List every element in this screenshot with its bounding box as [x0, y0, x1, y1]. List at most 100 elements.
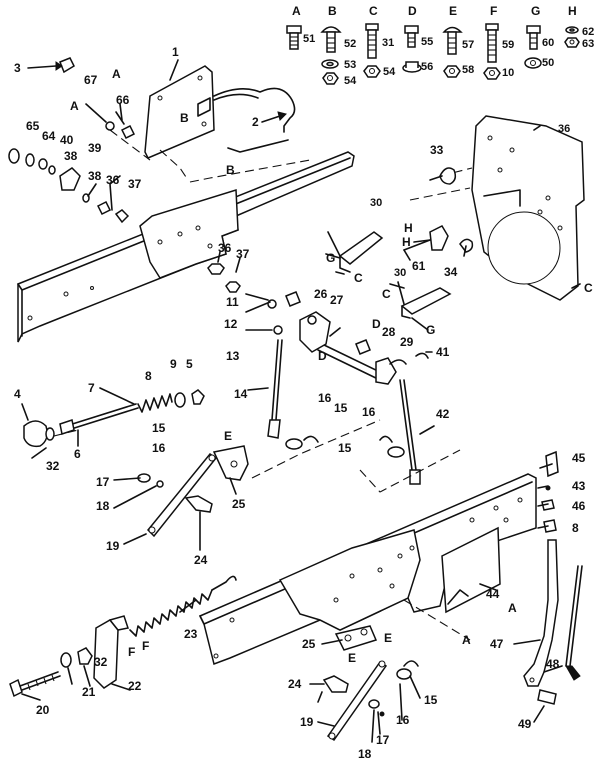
label-part-43: 43: [572, 479, 586, 493]
flange-nut-icon: [402, 61, 422, 73]
ref-letter-f1: F: [128, 645, 135, 659]
grommet-part: [439, 167, 457, 185]
label-part-30b: 30: [394, 267, 406, 279]
wire-spring-part: [213, 87, 296, 133]
label-part-1: 1: [172, 45, 179, 59]
extension-spring-part: [129, 575, 237, 637]
shoulder-bolt-part: [322, 675, 349, 693]
label-part-21: 21: [82, 685, 96, 699]
lift-rod-part: [399, 379, 421, 485]
legend-number-50: 50: [542, 57, 554, 69]
link-arm-part: [146, 452, 218, 538]
legend-number-53: 53: [344, 59, 356, 71]
carriage-bolt-icon: [320, 26, 342, 53]
label-part-41: 41: [436, 345, 450, 359]
ref-letter-d2: D: [318, 349, 327, 363]
label-part-36c: 36: [218, 241, 232, 255]
link-arm-part: [326, 660, 388, 742]
label-part-28: 28: [382, 325, 396, 339]
label-part-65: 65: [26, 119, 40, 133]
nut-icon: [483, 67, 501, 80]
spring-clip-part: [389, 352, 429, 365]
nut-icon: [77, 647, 93, 665]
label-part-17: 17: [96, 475, 110, 489]
legend-number-58: 58: [462, 64, 474, 76]
label-part-2: 2: [252, 115, 259, 129]
nut-icon: [322, 72, 339, 85]
legend-number-59: 59: [502, 39, 514, 51]
label-part-16b: 16: [318, 391, 332, 405]
legend-letter-d: D: [408, 4, 417, 18]
label-part-16c: 16: [362, 405, 376, 419]
ref-letter-f2: F: [142, 639, 149, 653]
pivot-bracket-part: [334, 625, 378, 651]
nut-icon: [273, 325, 283, 335]
cap-screw-icon: [404, 25, 419, 48]
label-part-20: 20: [36, 703, 50, 717]
label-part-38b: 38: [88, 169, 102, 183]
label-part-23: 23: [184, 627, 198, 641]
label-part-9: 9: [170, 357, 177, 371]
washer-icon: [174, 392, 186, 408]
label-part-17b: 17: [376, 733, 390, 747]
bolt-icon: [286, 25, 302, 50]
label-part-3: 3: [14, 61, 21, 75]
label-part-32b: 32: [94, 655, 108, 669]
adjusting-bolt-part: [59, 403, 139, 435]
lock-nut-icon: [524, 57, 542, 69]
ref-letter-e2: E: [384, 631, 392, 645]
lever-part: [523, 539, 559, 687]
ref-letter-a3: A: [508, 601, 517, 615]
label-part-8b: 8: [572, 521, 579, 535]
nut-icon: [156, 480, 164, 488]
label-part-40: 40: [60, 133, 74, 147]
bumper-pad-part: [59, 57, 75, 74]
clip-part: [285, 435, 405, 458]
legend-letter-e: E: [449, 4, 457, 18]
ref-letter-d1: D: [372, 317, 381, 331]
label-part-36: 36: [558, 123, 570, 135]
callout-arrows: [21, 59, 581, 743]
hardware-legend: A 51 B 52 53 54 C 31: [286, 4, 594, 87]
legend-number-54b: 54: [383, 66, 396, 78]
nut-icon: [207, 263, 225, 275]
bolt-icon: [537, 689, 557, 705]
ref-letter-e1: E: [224, 429, 232, 443]
long-bolt-icon: [365, 23, 379, 59]
ref-letter-c1: C: [354, 271, 363, 285]
washer-icon: [60, 652, 72, 668]
nut-icon: [191, 389, 205, 405]
knob-part: [23, 420, 55, 448]
ref-letter-e3: E: [348, 651, 356, 665]
label-part-18b: 18: [358, 747, 372, 761]
label-part-15d: 15: [424, 693, 438, 707]
legend-number-31: 31: [382, 37, 394, 49]
cross-shaft-part: [299, 311, 397, 385]
nut-icon: [443, 65, 461, 78]
label-part-61: 61: [412, 259, 426, 273]
label-part-11: 11: [226, 295, 239, 309]
ref-letter-b1: B: [180, 111, 189, 125]
nut-icon: [564, 37, 580, 48]
ref-letter-h1: H: [402, 235, 411, 249]
label-part-66: 66: [116, 93, 130, 107]
clip-part: [396, 660, 419, 680]
washer-icon: [565, 26, 579, 34]
label-part-67: 67: [84, 73, 98, 87]
label-part-14: 14: [234, 387, 248, 401]
compression-spring-part: [137, 393, 173, 413]
label-part-16d: 16: [396, 713, 410, 727]
side-plate-part: [471, 115, 585, 301]
legend-letter-g: G: [531, 4, 540, 18]
legend-number-54: 54: [344, 75, 357, 87]
clip-part: [105, 121, 136, 140]
label-part-49: 49: [518, 717, 532, 731]
label-part-39: 39: [88, 141, 102, 155]
nut-icon: [363, 65, 381, 78]
ref-letter-a2: A: [70, 99, 79, 113]
upper-frame-rail: [17, 151, 355, 343]
label-part-32: 32: [46, 459, 60, 473]
ref-letter-a4: A: [462, 633, 471, 647]
label-part-37b: 37: [236, 247, 250, 261]
legend-letter-c: C: [369, 4, 378, 18]
